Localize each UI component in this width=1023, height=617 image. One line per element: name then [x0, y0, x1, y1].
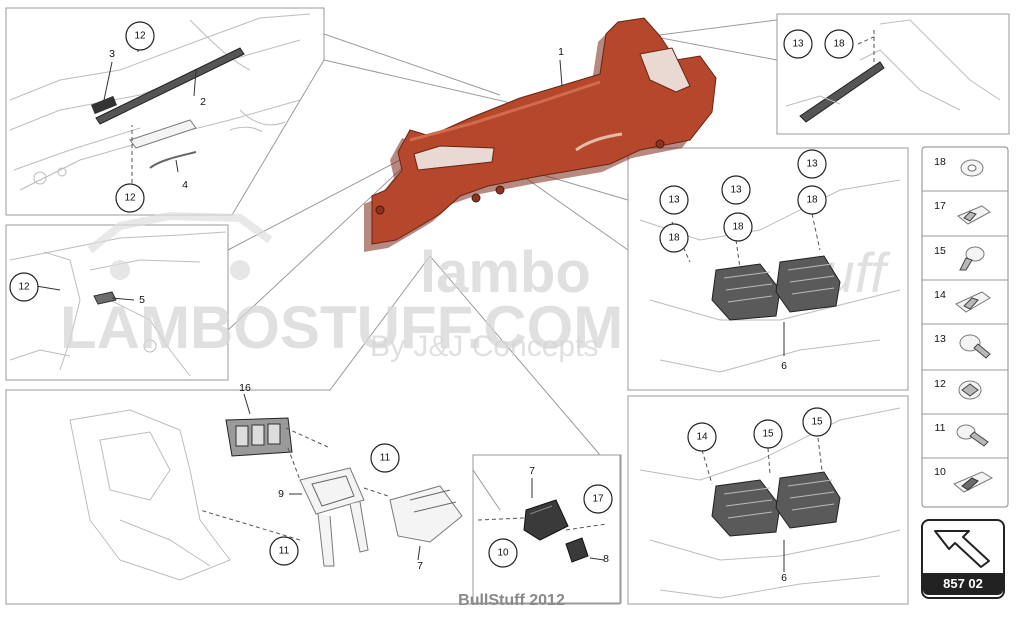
- watermark-logo-text: lambo: [420, 240, 591, 305]
- callout-circle: 11: [370, 443, 400, 473]
- legend-label: 10: [934, 466, 946, 478]
- panel-mid-left: [5, 224, 229, 381]
- svg-text:18: 18: [732, 222, 744, 233]
- callout-circle: 12: [125, 21, 155, 51]
- callout-circle: 18: [659, 223, 689, 253]
- dashboard-sketch-top-left: [9, 13, 311, 191]
- callout-circle: 13: [659, 185, 689, 215]
- reference-box: 857 02: [921, 519, 1005, 599]
- callout-circle: 14: [687, 422, 717, 452]
- switch-panel-16: [225, 417, 293, 457]
- legend-label: 11: [935, 422, 946, 434]
- clip-icon: [955, 291, 991, 313]
- legend-label: 14: [934, 289, 946, 301]
- bracket-9: [299, 467, 369, 567]
- svg-text:12: 12: [18, 282, 30, 293]
- screw-icon: [956, 424, 989, 447]
- svg-text:18: 18: [668, 233, 680, 244]
- panel-top-left: [5, 7, 325, 216]
- svg-text:13: 13: [730, 185, 742, 196]
- callout-number: 5: [139, 294, 145, 306]
- callout-circle: 17: [583, 484, 613, 514]
- callout-number: 9: [278, 488, 284, 500]
- callout-circle: 15: [802, 407, 832, 437]
- panel-right-upper: [627, 147, 909, 391]
- svg-text:13: 13: [668, 195, 680, 206]
- svg-text:14: 14: [696, 432, 708, 443]
- callout-number: 6: [781, 572, 787, 584]
- svg-text:10: 10: [497, 548, 509, 559]
- callout-number: 4: [182, 179, 188, 191]
- svg-text:15: 15: [811, 417, 823, 428]
- legend-label: 12: [934, 378, 946, 390]
- legend-label: 15: [934, 245, 946, 257]
- vent-sketch-upper: [639, 179, 901, 373]
- callout-number: 8: [603, 553, 609, 565]
- dashboard-sketch-mid-left: [9, 231, 227, 377]
- clip-icon: [957, 205, 991, 225]
- panel-bottom-sub: [472, 454, 622, 604]
- arrow-icon: [934, 530, 990, 568]
- legend-label: 13: [934, 333, 946, 345]
- connector-8: [565, 537, 589, 563]
- callout-number: 6: [781, 360, 787, 372]
- legend-column: 18 17 15 14 13 12 11 10: [921, 146, 1009, 508]
- svg-text:18: 18: [806, 195, 818, 206]
- callout-number: 7: [529, 465, 535, 477]
- svg-text:17: 17: [592, 494, 604, 505]
- watermark-credit: By J&J Concepts: [370, 330, 598, 363]
- panel-frames: [5, 7, 1010, 605]
- svg-text:12: 12: [134, 31, 146, 42]
- plain-callouts: 1 2 3 4 5 6 6 7 7 8 9 16: [109, 46, 787, 584]
- callout-number: 3: [109, 48, 115, 60]
- svg-text:11: 11: [380, 453, 391, 464]
- dashboard-main-part: [364, 17, 717, 252]
- callout-circle: 13: [783, 29, 813, 59]
- vent-sketch-lower: [639, 407, 901, 599]
- legend-label: 17: [934, 200, 946, 212]
- svg-text:18: 18: [833, 39, 845, 50]
- module-7b: [523, 499, 569, 541]
- console-sketch-bottom: [69, 393, 607, 581]
- reference-number: 857 02: [923, 573, 1003, 595]
- legend-label: 18: [934, 156, 946, 168]
- callout-circle: 15: [753, 419, 783, 449]
- callout-circle: 18: [723, 212, 753, 242]
- callout-number: 2: [200, 96, 206, 108]
- callout-circle: 18: [824, 29, 854, 59]
- screw-icon: [959, 334, 991, 359]
- footer-credit: BullStuff 2012: [458, 592, 565, 609]
- circled-callouts: 12 12 12 13 18 13 13 13 18 18 18 14 15 1…: [9, 21, 854, 568]
- callout-circle: 12: [115, 183, 145, 213]
- callout-number: 7: [417, 560, 423, 572]
- svg-text:11: 11: [279, 546, 290, 557]
- watermark: lambo stuff LAMBOSTUFF.COM By J&J Concep…: [60, 211, 891, 363]
- module-7: [389, 485, 463, 543]
- watermark-site: LAMBOSTUFF.COM: [60, 294, 623, 361]
- svg-text:15: 15: [762, 429, 774, 440]
- svg-text:12: 12: [124, 193, 136, 204]
- callout-number: 1: [558, 46, 564, 58]
- svg-text:13: 13: [792, 39, 804, 50]
- panel-right-lower: [627, 395, 909, 605]
- callout-circle: 11: [269, 536, 299, 566]
- callout-number: 16: [239, 382, 251, 394]
- washer-icon: [960, 159, 984, 177]
- detail-sketch-top-right: [785, 19, 1001, 123]
- callout-circle: 18: [797, 185, 827, 215]
- screw-icon: [959, 246, 985, 271]
- callout-circle: 12: [9, 272, 39, 302]
- svg-text:13: 13: [806, 159, 818, 170]
- panel-top-right: [776, 13, 1010, 135]
- nut-icon: [958, 380, 982, 400]
- callout-circle: 13: [721, 175, 751, 205]
- clip-icon: [953, 471, 994, 493]
- callout-circle: 10: [488, 538, 518, 568]
- callout-circle: 13: [797, 149, 827, 179]
